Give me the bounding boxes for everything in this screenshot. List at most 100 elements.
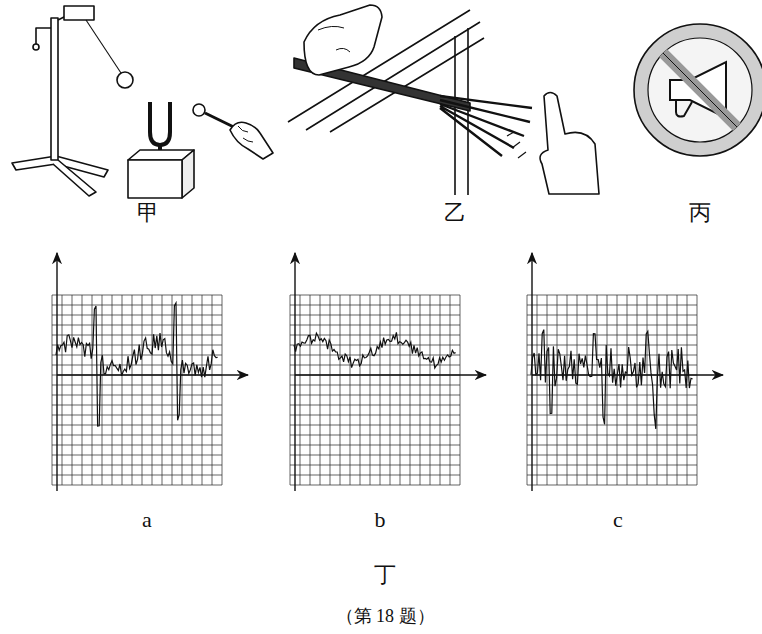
grid-line — [450, 295, 451, 485]
grid-line — [52, 295, 222, 296]
tuning-fork-setup — [12, 6, 273, 198]
grid-line — [527, 345, 697, 346]
resonance-box — [182, 150, 194, 198]
grid-line — [52, 455, 222, 456]
figure-label: 丙 — [689, 201, 711, 225]
screen-grid — [290, 295, 460, 485]
caption: （第 18 题） — [336, 607, 435, 627]
grid-line — [637, 295, 638, 485]
grid-line — [52, 415, 222, 416]
grid-line — [72, 295, 73, 485]
grid-line — [527, 305, 697, 306]
resonance-box — [128, 160, 182, 198]
grid-line — [290, 395, 460, 396]
grid-line — [547, 295, 548, 485]
grid-line — [82, 295, 83, 485]
grid-line — [527, 425, 697, 426]
grid-line — [320, 295, 321, 485]
grid-line — [212, 295, 213, 485]
grid-line — [587, 295, 588, 485]
prohibition-slash — [663, 53, 737, 127]
grid-line — [380, 295, 381, 485]
tuning-fork — [154, 102, 166, 140]
screen-grid — [52, 295, 222, 485]
grid-line — [290, 425, 460, 426]
grid-line — [557, 295, 558, 485]
grid-line — [360, 295, 361, 485]
grid-line — [52, 355, 222, 356]
grid-line — [527, 315, 697, 316]
horn-icon — [676, 100, 692, 117]
sound-waveform — [294, 332, 456, 368]
grid-line — [92, 295, 93, 485]
grid-line — [162, 295, 163, 485]
oscilloscope-screens — [52, 253, 723, 491]
grid-line — [182, 295, 183, 485]
grid-line — [52, 325, 222, 326]
subfigure-label: c — [613, 508, 623, 532]
sign-face — [648, 38, 752, 142]
grid-line — [102, 295, 103, 485]
grid-line — [290, 305, 460, 306]
grid-line — [52, 485, 222, 486]
grid-line — [697, 295, 698, 485]
grid-line — [537, 295, 538, 485]
motion-marks — [507, 132, 526, 158]
grid-line — [527, 335, 697, 336]
grid-line — [430, 295, 431, 485]
grid-line — [290, 325, 460, 326]
sound-waveform — [56, 303, 218, 426]
grid-line — [410, 295, 411, 485]
pressing-hand — [304, 5, 382, 75]
grid-line — [577, 295, 578, 485]
grid-line — [52, 335, 222, 336]
ruler-setup — [288, 5, 599, 195]
grid-line — [567, 295, 568, 485]
pendulum-ball — [117, 72, 133, 88]
grid-line — [52, 445, 222, 446]
grid-line — [152, 295, 153, 485]
no-horn-sign — [634, 24, 762, 156]
grid-line — [527, 455, 697, 456]
grid-line — [340, 295, 341, 485]
clamp-block — [64, 6, 94, 20]
grid-line — [290, 465, 460, 466]
oscilloscope-screen — [290, 253, 486, 491]
tuning-fork — [150, 102, 170, 145]
grid-line — [132, 295, 133, 485]
grid-line — [142, 295, 143, 485]
ruler-vibration — [440, 96, 532, 156]
screen-grid — [527, 295, 697, 485]
sound-waveform — [531, 330, 693, 429]
grid-line — [290, 415, 460, 416]
grid-line — [122, 295, 123, 485]
stand-hook — [33, 44, 39, 50]
grid-line — [527, 465, 697, 466]
subfigure-label: b — [375, 508, 386, 532]
grid-line — [527, 475, 697, 476]
grid-line — [112, 295, 113, 485]
grid-line — [527, 295, 697, 296]
grid-line — [290, 435, 460, 436]
grid-line — [52, 295, 53, 485]
subfigure-label: a — [142, 508, 152, 532]
grid-line — [52, 425, 222, 426]
grid-line — [290, 315, 460, 316]
vertical-axis — [56, 253, 57, 491]
grid-line — [627, 295, 628, 485]
grid-line — [527, 485, 697, 486]
grid-line — [597, 295, 598, 485]
grid-line — [290, 445, 460, 446]
grid-line — [290, 455, 460, 456]
stand-hook — [36, 28, 51, 44]
figure-label: 乙 — [444, 201, 466, 225]
hand — [230, 122, 273, 159]
oscilloscope-screen — [52, 253, 248, 491]
figure-label: 甲 — [137, 201, 159, 225]
stand-pole — [51, 18, 58, 160]
grid-line — [420, 295, 421, 485]
grid-line — [687, 295, 688, 485]
pressing-hand — [318, 26, 350, 52]
